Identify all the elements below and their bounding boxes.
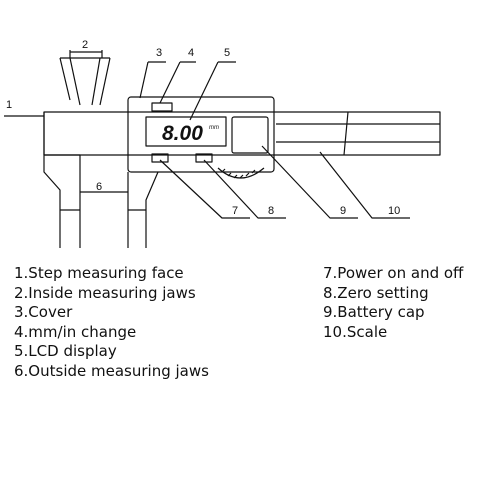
zero-button bbox=[195, 153, 213, 163]
mm-in-button bbox=[151, 102, 173, 112]
callout-4: 4 bbox=[188, 47, 194, 59]
callout-8: 8 bbox=[268, 205, 274, 217]
legend-item: 3.Cover bbox=[14, 303, 73, 321]
callout-1: 1 bbox=[6, 99, 12, 111]
callout-2: 2 bbox=[82, 39, 88, 51]
power-button bbox=[151, 153, 169, 163]
beam bbox=[43, 111, 441, 156]
legend-item: 7.Power on and off bbox=[323, 264, 464, 282]
inside-jaws bbox=[59, 57, 111, 106]
outside-jaw-sliding bbox=[127, 171, 159, 248]
callout-6: 6 bbox=[96, 181, 102, 193]
callout-9: 9 bbox=[340, 205, 346, 217]
legend-right: 7.Power on and off 8.Zero setting 9.Batt… bbox=[323, 264, 463, 342]
legend-item: 1.Step measuring face bbox=[14, 264, 184, 282]
legend-item: 2.Inside measuring jaws bbox=[14, 283, 196, 302]
battery-cap bbox=[231, 116, 269, 154]
legend-item: 10.Scale bbox=[323, 322, 388, 341]
lcd-window bbox=[145, 116, 227, 147]
legend-item: 5.LCD display bbox=[14, 342, 117, 360]
lcd-unit: mm bbox=[209, 125, 219, 131]
lcd-reading: 8.00 bbox=[162, 122, 203, 145]
callout-10: 10 bbox=[388, 205, 400, 217]
caliper-diagram: 8.00 mm 1 2 3 4 5 6 7 8 9 10 bbox=[4, 39, 441, 248]
outside-jaw-fixed bbox=[43, 112, 81, 248]
legend-item: 9.Battery cap bbox=[323, 303, 425, 321]
legend-left: 1.Step measuring face 2.Inside measuring… bbox=[14, 264, 209, 381]
callout-5: 5 bbox=[224, 47, 230, 59]
leader-lines bbox=[4, 50, 410, 219]
legend-item: 6.Outside measuring jaws bbox=[14, 361, 209, 380]
legend-item: 4.mm/in change bbox=[14, 322, 137, 341]
callout-3: 3 bbox=[156, 47, 162, 59]
callout-7: 7 bbox=[232, 205, 238, 217]
legend-item: 8.Zero setting bbox=[323, 283, 429, 302]
